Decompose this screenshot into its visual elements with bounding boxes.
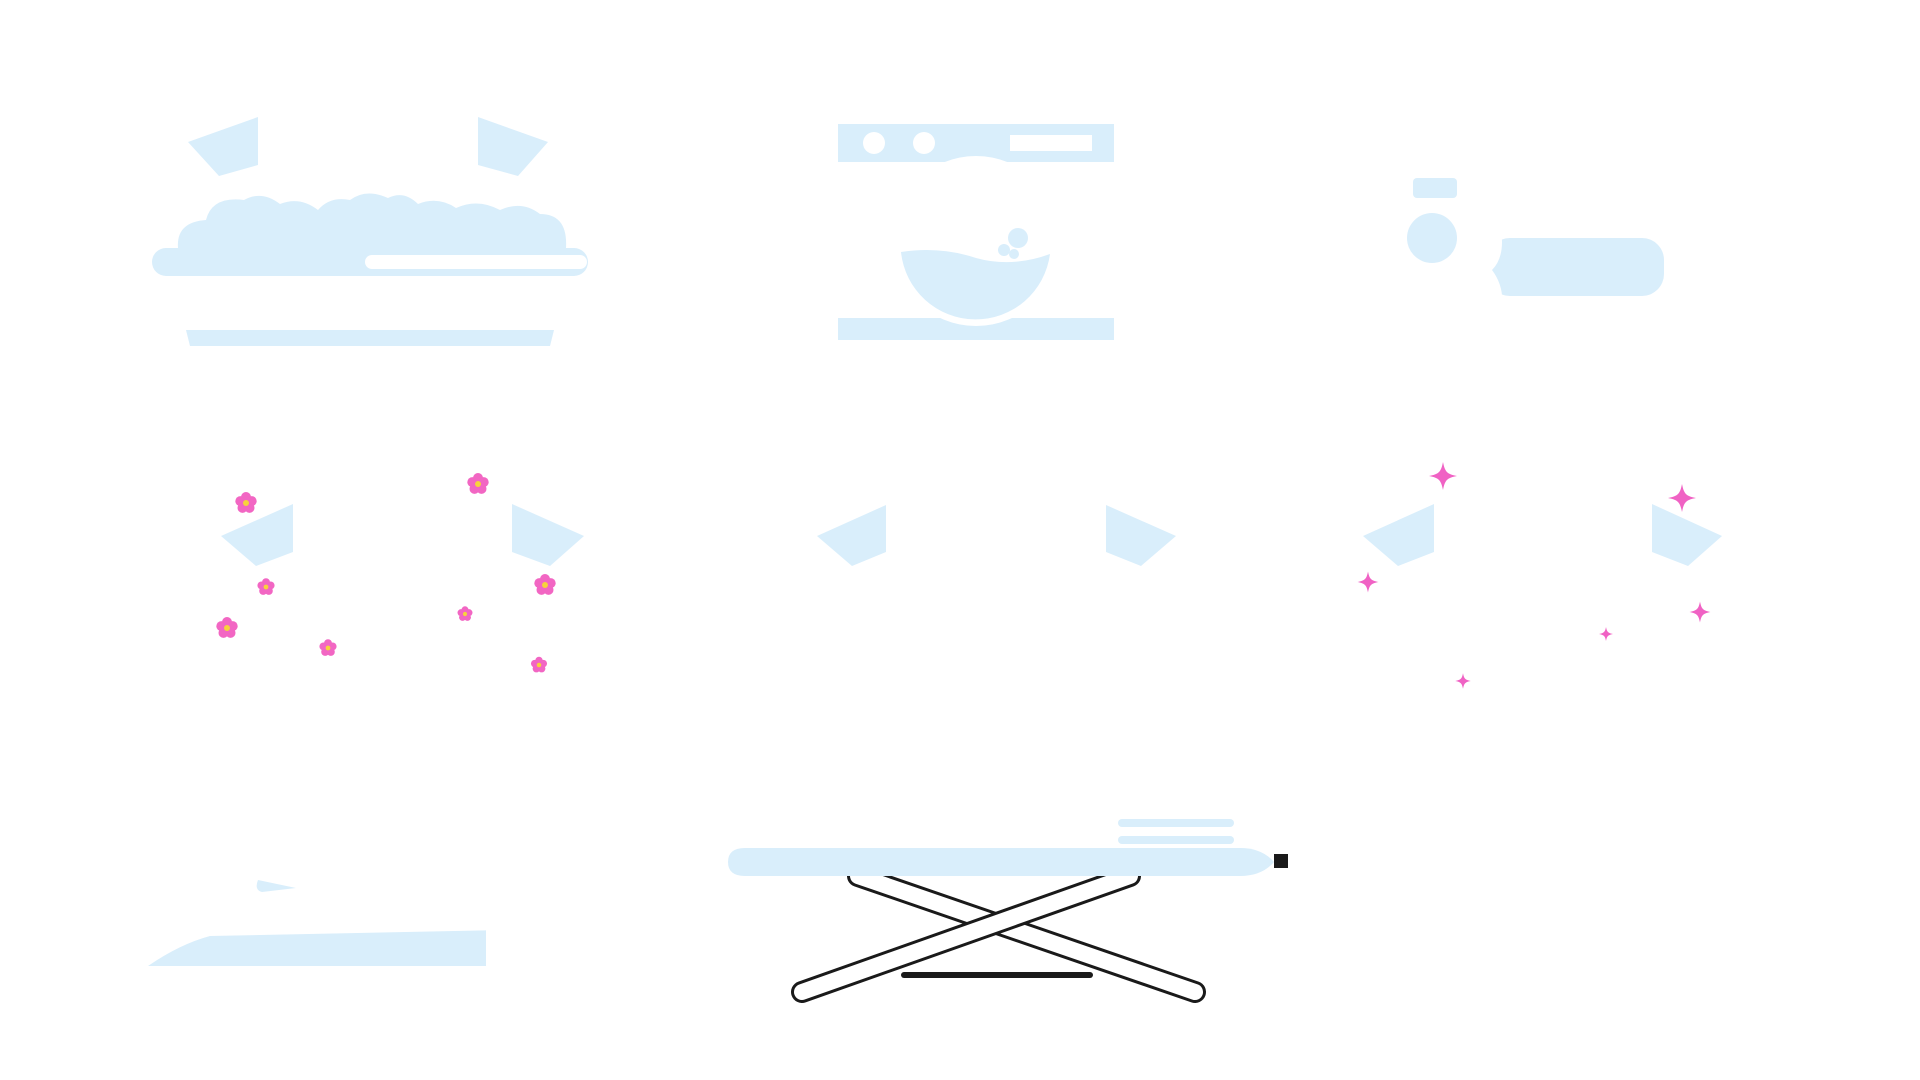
washing-basin-icon (152, 112, 588, 346)
steam-iron-icon (148, 856, 504, 966)
hanger-tshirt-icon (1357, 462, 1722, 689)
flower-decorations (216, 473, 556, 673)
detergent-icon (1361, 134, 1694, 326)
folded-clothes-icon (1398, 796, 1782, 1010)
clothesline-tshirt-icon (817, 485, 1176, 665)
ironing-board-icon (728, 814, 1288, 1003)
washing-machine-icon (838, 124, 1114, 340)
fresh-tshirt-icon (216, 473, 584, 673)
